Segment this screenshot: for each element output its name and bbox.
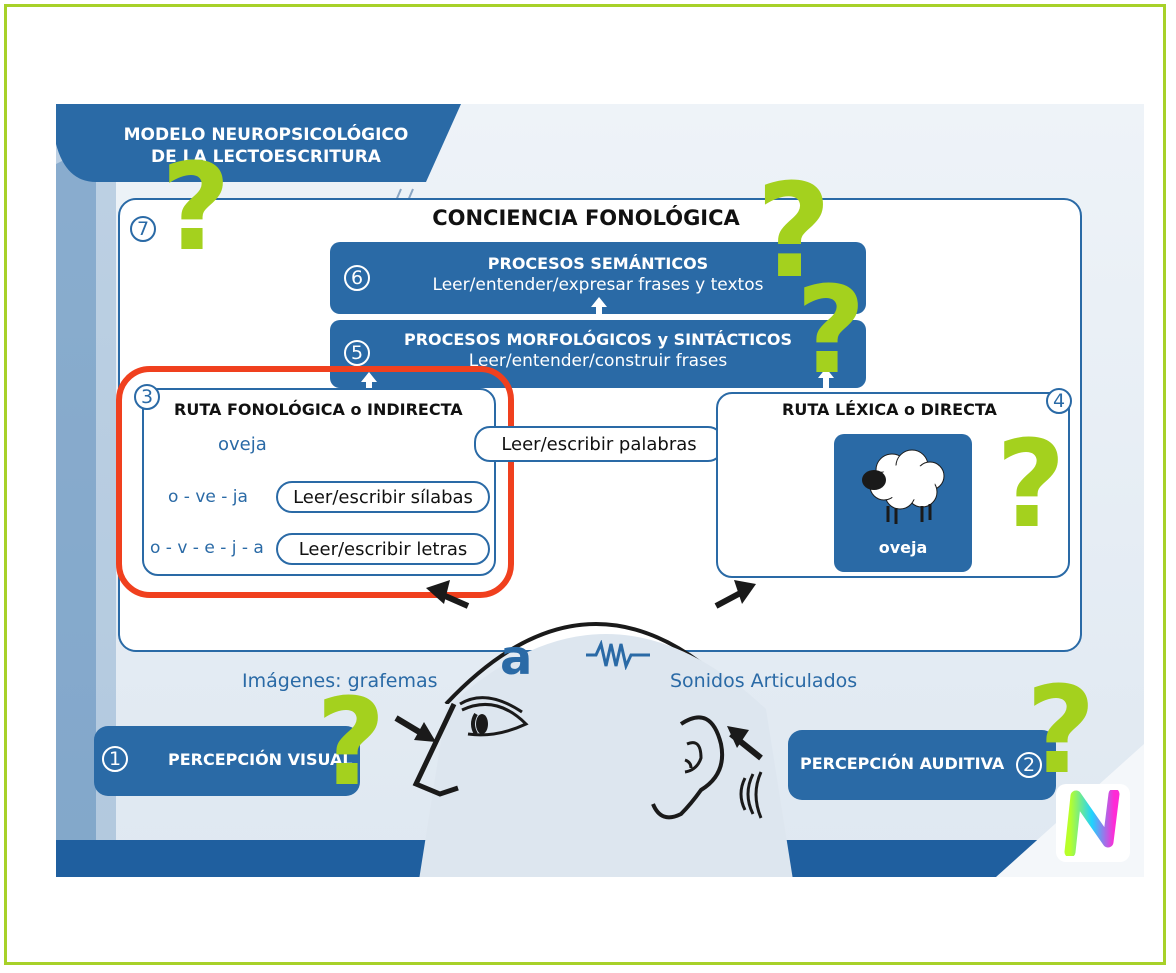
sound-wave-icon (586, 640, 650, 670)
question-mark-1: ? (161, 139, 231, 278)
question-mark-2: ? (756, 155, 832, 307)
syllables-text: o - ve - ja (168, 487, 248, 507)
step-1-number: 1 (102, 746, 128, 772)
question-mark-6: ? (1026, 662, 1096, 801)
step-5-number: 5 (344, 340, 370, 366)
question-mark-5: ? (316, 674, 386, 813)
sheep-card: oveja (834, 434, 972, 572)
arrow-up-icon (591, 297, 607, 317)
logo-n-icon (1064, 790, 1120, 856)
ruta-lexica-title: RUTA LÉXICA o DIRECTA (782, 400, 997, 419)
arrow-up-right-icon (818, 368, 834, 388)
header-line-1: MODELO NEUROPSICOLÓGICO (123, 125, 409, 145)
poster: MODELO NEUROPSICOLÓGICO DE LA LECTOESCRI… (56, 104, 1144, 877)
highlight-rectangle (116, 366, 514, 598)
step-6-number: 6 (344, 265, 370, 291)
ear-icon (651, 715, 763, 820)
leer-escribir-palabras-pill: Leer/escribir palabras (474, 426, 724, 462)
syllables-pill: Leer/escribir sílabas (276, 481, 490, 513)
word-oveja: oveja (218, 434, 267, 455)
head-fill (419, 634, 793, 877)
percepcion-visual-label: PERCEPCIÓN VISUAL (168, 750, 353, 769)
arrow-up-left-icon (361, 372, 377, 392)
images-label: Imágenes: grafemas (242, 670, 438, 692)
question-mark-4: ? (996, 416, 1066, 555)
logo (1056, 784, 1130, 862)
question-mark-3: ? (796, 262, 866, 401)
procesos-morfologicos-box: PROCESOS MORFOLÓGICOS y SINTÁCTICOS Leer… (330, 320, 866, 388)
step-4-number: 4 (1046, 388, 1072, 414)
eye-nose-icon (394, 696, 529, 797)
letter-a: a (500, 630, 533, 686)
semanticos-title: PROCESOS SEMÁNTICOS (487, 254, 709, 273)
percepcion-visual-box: PERCEPCIÓN VISUAL (94, 726, 360, 796)
sheep-icon (862, 449, 945, 524)
conciencia-title: CONCIENCIA FONOLÓGICA (432, 206, 740, 230)
step-7-number: 7 (130, 216, 156, 242)
header-title: MODELO NEUROPSICOLÓGICO DE LA LECTOESCRI… (96, 124, 436, 168)
morfologicos-title: PROCESOS MORFOLÓGICOS y SINTÁCTICOS (403, 330, 793, 349)
header-line-2: DE LA LECTOESCRITURA (151, 147, 381, 167)
percepcion-auditiva-label: PERCEPCIÓN AUDITIVA (800, 754, 1005, 773)
letters-pill: Leer/escribir letras (276, 533, 490, 565)
letters-text: o - v - e - j - a (150, 538, 264, 558)
sounds-label: Sonidos Articulados (670, 670, 858, 692)
ruta-fonologica-title: RUTA FONOLÓGICA o INDIRECTA (174, 400, 463, 419)
header-banner (56, 104, 461, 182)
step-2-number: 2 (1016, 752, 1042, 778)
semanticos-subtitle: Leer/entender/expresar frases y textos (432, 275, 764, 295)
morfologicos-subtitle: Leer/entender/construir frases (468, 351, 728, 371)
percepcion-auditiva-box: PERCEPCIÓN AUDITIVA (788, 730, 1056, 800)
outer-frame (4, 4, 1166, 965)
sheep-label: oveja (878, 538, 928, 557)
